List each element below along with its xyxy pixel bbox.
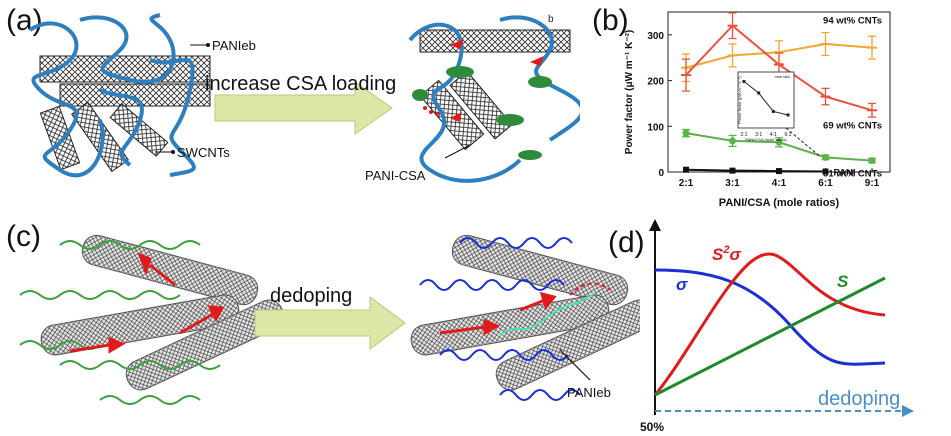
inset-x-tick: 3:1	[755, 132, 762, 138]
panel-b-label: (b)	[592, 4, 629, 37]
cnt-tubes-right	[410, 234, 640, 391]
y-tick-label: 100	[647, 122, 664, 133]
inset-point	[786, 113, 790, 117]
x-tick-label: 2:1	[679, 178, 694, 189]
pani-chains-left	[28, 13, 196, 178]
series-line	[685, 168, 826, 173]
panel-d-label: (d)	[608, 226, 645, 259]
cnt-tubes-left	[40, 234, 285, 391]
x-tick-label: 4:1	[772, 178, 787, 189]
panel-c-illustration: dedoping PANIeb	[19, 234, 640, 405]
panel-a-illustration: PANIeb SWCNTs increase CSA loading b PAN…	[28, 13, 580, 183]
label-dedoping-axis: dedoping	[818, 388, 900, 410]
label-s: S	[837, 272, 849, 291]
x-axis-arrowhead	[902, 405, 914, 417]
y-tick-label: 0	[658, 168, 664, 179]
annotation-paniEB: PANIeb	[212, 38, 256, 53]
panel-a-label: (a)	[6, 4, 43, 37]
annotation-swcnts: SWCNTs	[177, 145, 230, 160]
y-axis-title: Power factor (μW m⁻¹ K⁻²)	[624, 30, 635, 154]
csa-dopant-red	[423, 39, 544, 122]
label-50-percent: 50%	[640, 420, 664, 434]
inset-frame	[737, 71, 795, 129]
csa-dopant-green	[412, 66, 552, 160]
inset-x-tick: 2:1	[741, 132, 748, 138]
charge-arrows-left	[69, 252, 225, 354]
data-point	[729, 137, 736, 145]
inset-point	[757, 91, 761, 95]
series-label: 94 wt% CNTs	[823, 16, 882, 27]
y-axis-arrowhead	[649, 219, 661, 231]
residual-doped-chains	[499, 292, 596, 336]
annotation-pani-csa: PANI-CSA	[365, 168, 426, 183]
data-point	[822, 168, 829, 175]
x-tick-label: 6:1	[818, 178, 833, 189]
data-point	[775, 138, 783, 146]
x-tick-label: 3:1	[725, 178, 740, 189]
pani-csa-chains-left	[19, 240, 221, 405]
dedoping-arrow	[254, 296, 406, 350]
panel-d-schematic: σ S2σ S dedoping 50%	[640, 219, 914, 434]
data-point	[729, 167, 736, 174]
inset-x-tick: 4:1	[770, 132, 777, 138]
inset-line	[743, 81, 789, 116]
y-tick-label: 300	[647, 31, 664, 42]
increase-csa-arrow	[214, 81, 393, 135]
data-point	[776, 168, 782, 175]
inset-y-title: Power factor (μW m⁻¹ K⁻²)	[737, 76, 742, 124]
curve-sigma	[654, 268, 886, 366]
series-label: PANI	[834, 168, 856, 179]
inset-leader	[785, 127, 820, 157]
data-point	[868, 157, 876, 165]
pani-chains-right	[408, 15, 580, 183]
inset-legend: mole ratio	[775, 75, 790, 79]
series-label: 51 wt% CNTs	[823, 169, 882, 180]
data-point	[682, 129, 690, 137]
pani-eb-chains-right	[419, 237, 581, 401]
blocked-transport-arrow	[569, 282, 611, 296]
x-axis-title: PANI/CSA (mole ratios)	[719, 197, 840, 209]
charge-arrows-right	[439, 291, 557, 336]
label-sigma: σ	[676, 275, 688, 294]
inset-point	[742, 80, 746, 84]
annotation-paniEB-c: PANIeb	[567, 385, 611, 400]
increase-csa-label: increase CSA loading	[205, 73, 396, 95]
y-tick-label: 200	[647, 77, 664, 88]
inset-point	[771, 109, 775, 113]
curve-s2sigma	[653, 252, 886, 396]
dedoping-label: dedoping	[270, 285, 352, 307]
corner-mark: b	[548, 14, 554, 25]
inset-x-tick: 6:1	[785, 132, 792, 138]
x-tick-label: 9:1	[865, 178, 880, 189]
data-point	[683, 166, 689, 173]
curve-s	[654, 276, 886, 397]
data-point	[822, 153, 829, 161]
panel-c-label: (c)	[6, 220, 41, 253]
label-s2sigma: S2σ	[712, 244, 741, 264]
series-label: 69 wt% CNTs	[823, 120, 882, 131]
inset-x-title: PANI/CSA (mole ratios)	[745, 137, 787, 142]
